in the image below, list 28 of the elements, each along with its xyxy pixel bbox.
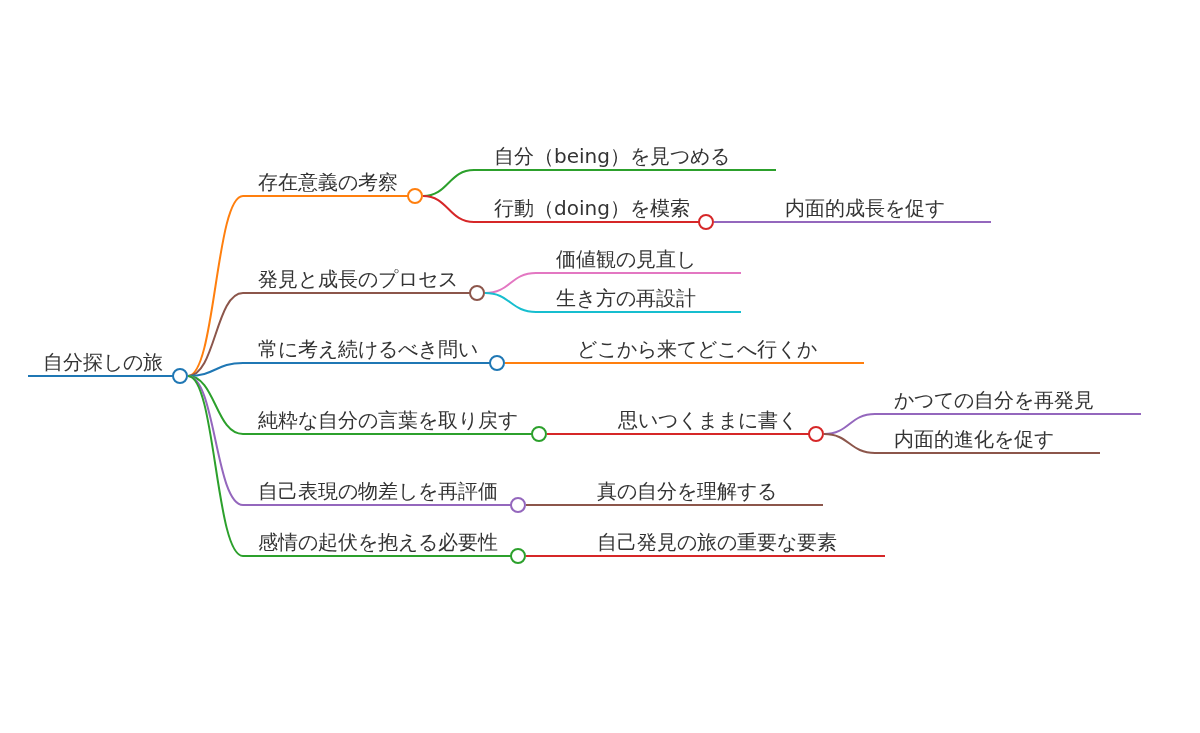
- topic-label: 真の自分を理解する: [597, 479, 777, 503]
- topic-label: 自己表現の物差しを再評価: [258, 479, 498, 503]
- branch-line: [422, 195, 475, 223]
- branch-line: [823, 433, 876, 454]
- branch-line: [187, 375, 244, 557]
- topic-label: 感情の起伏を抱える必要性: [258, 530, 498, 554]
- topic-label: かつての自分を再発見: [894, 388, 1094, 412]
- topic-label: どこから来てどこへ行くか: [577, 337, 817, 361]
- topic-label: 価値観の見直し: [556, 247, 696, 271]
- topic-label: 行動（doing）を模索: [494, 196, 690, 220]
- topic-label: 自分探しの旅: [43, 350, 163, 374]
- topic-label: 自己発見の旅の重要な要素: [597, 530, 837, 554]
- branch-line: [187, 195, 244, 377]
- branch-line: [546, 433, 599, 435]
- branch-line: [504, 362, 556, 364]
- branch-line: [525, 504, 578, 506]
- topic-label: 純粋な自分の言葉を取り戻す: [258, 408, 518, 432]
- topic-label: 自分（being）を見つめる: [494, 144, 730, 168]
- branch-line: [484, 292, 537, 313]
- topic-label: 思いつくままに書く: [618, 408, 798, 432]
- branch-line: [713, 221, 761, 223]
- topic-label: 存在意義の考察: [258, 170, 398, 194]
- topic-label: 内面的進化を促す: [894, 427, 1054, 451]
- topic-label: 生き方の再設計: [556, 286, 696, 310]
- topic-label: 常に考え続けるべき問い: [258, 337, 478, 361]
- topic-label: 発見と成長のプロセス: [258, 267, 458, 291]
- topic-label: 内面的成長を促す: [785, 196, 945, 220]
- branch-line: [525, 555, 578, 557]
